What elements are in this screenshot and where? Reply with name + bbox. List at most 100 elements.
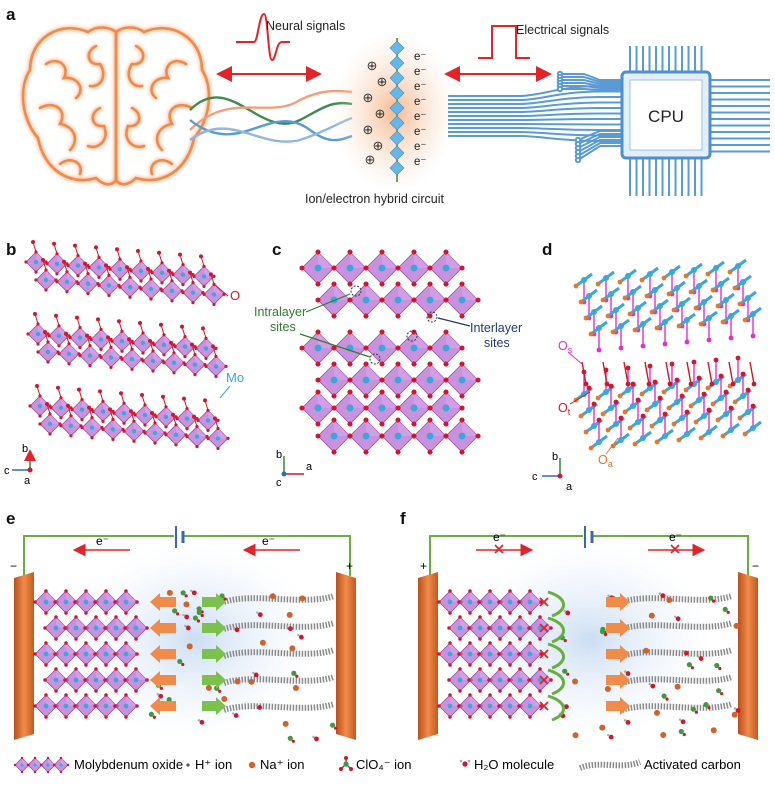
oxygen-atom — [152, 343, 156, 347]
legend: Molybdenum oxide H⁺ ion Na⁺ ion ClO₄⁻ io… — [13, 756, 741, 774]
oxygen-atom — [75, 315, 79, 320]
blocked-ion-arrow — [547, 616, 565, 644]
mo-atom — [696, 283, 702, 289]
oxygen-atom — [459, 361, 465, 367]
circuit-trace — [448, 118, 622, 121]
oxygen-atom — [99, 355, 103, 359]
clo4-ion — [714, 662, 720, 669]
oxygen-atom — [467, 678, 471, 682]
oxygen-atom — [135, 704, 139, 708]
oxygen-atom — [617, 393, 623, 399]
na-ion — [299, 595, 306, 602]
mo-atom — [117, 267, 123, 272]
hybrid-unit — [389, 115, 405, 131]
oxygen-atom — [59, 770, 63, 774]
oxygen-atom — [114, 637, 118, 641]
oxygen-atom — [693, 305, 699, 311]
oxygen-atom — [59, 424, 63, 428]
oxygen-atom — [517, 652, 521, 656]
oxygen-atom — [98, 389, 102, 394]
clo4-ion — [703, 702, 709, 708]
circuit-trace — [577, 136, 622, 149]
oxygen-atom — [647, 363, 653, 369]
oxygen-atom — [443, 433, 449, 439]
electron-label-e1: e⁻ — [96, 534, 109, 548]
oxygen-atom — [632, 441, 638, 447]
oxygen-atom — [114, 615, 118, 619]
mo-atom — [608, 405, 614, 411]
mo-atom — [718, 395, 724, 401]
oxygen-atom — [206, 436, 210, 440]
oxygen-atom — [538, 615, 542, 619]
oxygen-atom — [106, 335, 110, 340]
axis-label-c-out: c — [276, 477, 282, 489]
oxygen-atom — [64, 611, 68, 615]
oxygen-atom — [745, 387, 751, 393]
hybrid-circuit-caption: Ion/electron hybrid circuit — [305, 192, 444, 206]
oxygen-atom — [676, 437, 682, 443]
mo-atom — [53, 677, 59, 683]
oxygen-atom — [162, 361, 166, 365]
circuit-trace — [560, 88, 622, 91]
oxygen-atom — [315, 281, 321, 287]
mo-atom — [110, 427, 116, 432]
oxygen-atom — [666, 291, 672, 297]
blocked-ion-arrow — [547, 694, 565, 722]
legend-na-ion-icon — [248, 761, 256, 769]
oxygen-atom — [119, 391, 123, 396]
battery-symbol-f — [583, 526, 594, 548]
oxygen-atom — [528, 715, 532, 719]
mo-atom — [647, 271, 653, 277]
mo-atom — [517, 625, 523, 631]
oxygen-atom — [107, 293, 111, 297]
h2o-molecule — [680, 719, 686, 725]
mo-atom — [127, 285, 133, 290]
oxygen-atom — [508, 693, 512, 697]
mo-atom — [362, 432, 370, 440]
oxygen-atom — [78, 354, 82, 358]
oxygen-atom — [64, 715, 68, 719]
h2o-molecule — [287, 626, 293, 632]
oxygen-atom — [518, 667, 522, 671]
oxygen-atom — [213, 416, 217, 421]
mo-atom — [330, 376, 338, 384]
blocked-ion-arrow — [547, 590, 565, 618]
mo-atom — [378, 264, 386, 272]
oxygen-atom — [53, 652, 57, 656]
oxygen-atom — [669, 361, 675, 367]
oxygen-atom — [44, 589, 48, 593]
oxygen-atom — [149, 297, 153, 301]
brain-icon — [21, 26, 211, 186]
panel-d: d Os Ot Oa b c a — [532, 240, 762, 493]
oxygen-atom — [169, 340, 173, 345]
oxygen-atom — [596, 347, 602, 353]
mo-atom — [47, 421, 53, 427]
oxygen-atom — [477, 704, 481, 708]
oxygen-atom — [159, 322, 163, 327]
oxygen-atom — [705, 271, 711, 277]
ion-electron-hybrid-circuit: ⊕⊕⊕⊕⊕⊕⊕ e⁻e⁻e⁻e⁻e⁻e⁻e⁻e⁻ — [333, 32, 457, 192]
mo-atom — [103, 703, 109, 709]
interlayer-site — [406, 330, 418, 342]
oxygen-atom — [84, 611, 88, 615]
mo-atom — [173, 432, 179, 437]
oxygen-atom — [103, 678, 107, 682]
mo-atom — [586, 407, 592, 413]
mo-atom — [68, 423, 74, 428]
hybrid-unit — [389, 70, 405, 86]
oxygen-atom — [363, 393, 369, 399]
oxygen-atom — [347, 433, 353, 439]
oxygen-atom — [507, 626, 511, 630]
oxygen-atom — [56, 385, 60, 390]
oxygen-atom — [63, 626, 67, 630]
oxygen-atom — [497, 704, 501, 708]
oxygen-atom — [114, 667, 118, 671]
oxygen-atom — [646, 381, 652, 387]
blocked-x-icon — [539, 649, 549, 659]
oxygen-atom — [605, 313, 611, 319]
oxygen-atom — [115, 247, 119, 252]
axis-label-b-left: c — [4, 465, 10, 477]
oxygen-atom — [488, 715, 492, 719]
mo-atom — [442, 344, 450, 352]
blocked-x-icon — [539, 701, 549, 711]
